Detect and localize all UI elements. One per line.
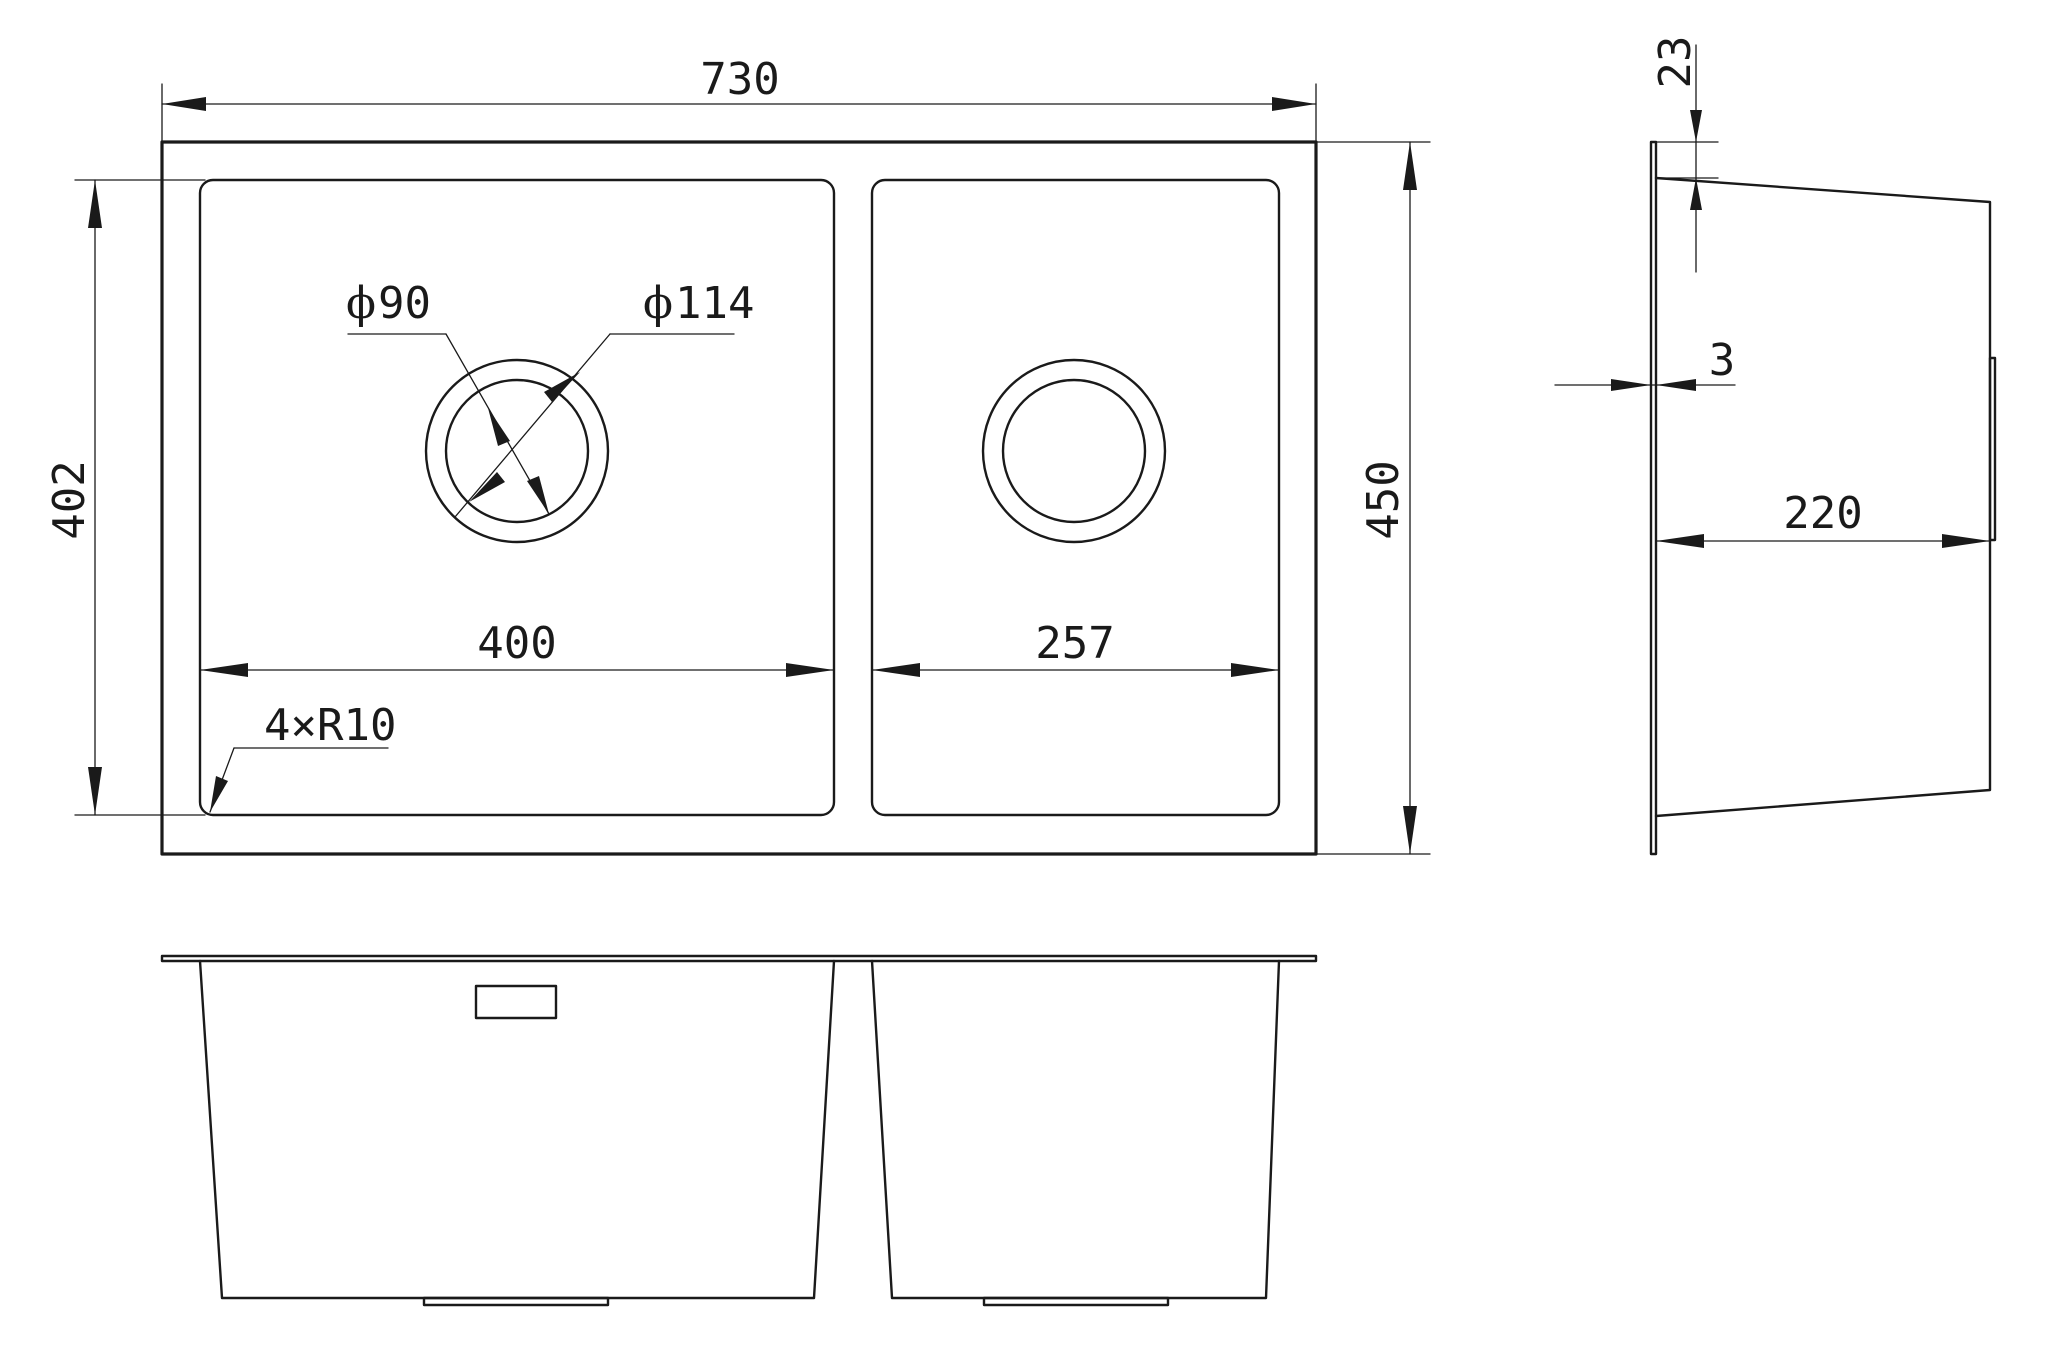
small-bowl-profile <box>870 959 1281 1300</box>
front-view <box>160 954 1318 1307</box>
dim-corner-radius: 4×R10 <box>264 700 396 751</box>
top-flange <box>160 954 1318 963</box>
small-bowl <box>870 178 1281 817</box>
sink-outline <box>160 140 1318 856</box>
dim-overall-length: 730 <box>700 54 779 105</box>
small-drain-inner <box>1001 378 1147 524</box>
large-bowl-profile <box>198 959 836 1300</box>
dim-drain-outer: 114 <box>675 278 754 329</box>
small-drain-outer <box>981 358 1167 544</box>
large-drain-outer <box>424 358 610 544</box>
dim-thickness: 3 <box>1709 335 1736 386</box>
small-drain-base <box>982 1296 1170 1307</box>
diameter-symbol: ϕ <box>643 278 673 329</box>
dim-small-bowl-length: 257 <box>1035 618 1114 669</box>
diameter-symbol: ϕ <box>346 278 376 329</box>
large-drain-base <box>422 1296 610 1307</box>
dim-depth: 220 <box>1783 488 1862 539</box>
dim-drain-inner: 90 <box>378 278 431 329</box>
side-view: 23 3 220 <box>1554 36 1997 856</box>
overflow-slot <box>474 984 558 1020</box>
large-drain-inner <box>444 378 590 524</box>
overflow-tab <box>1988 356 1997 542</box>
large-bowl <box>198 178 836 817</box>
dim-flange-height: 23 <box>1650 36 1701 89</box>
dim-overall-width: 450 <box>1358 460 1409 539</box>
top-view: 730 450 402 400 257 4×R10 ϕ 90 ϕ 114 <box>44 54 1431 856</box>
dim-bowl-width: 402 <box>44 460 95 539</box>
flange-section <box>1649 140 1658 856</box>
dim-large-bowl-length: 400 <box>477 618 556 669</box>
